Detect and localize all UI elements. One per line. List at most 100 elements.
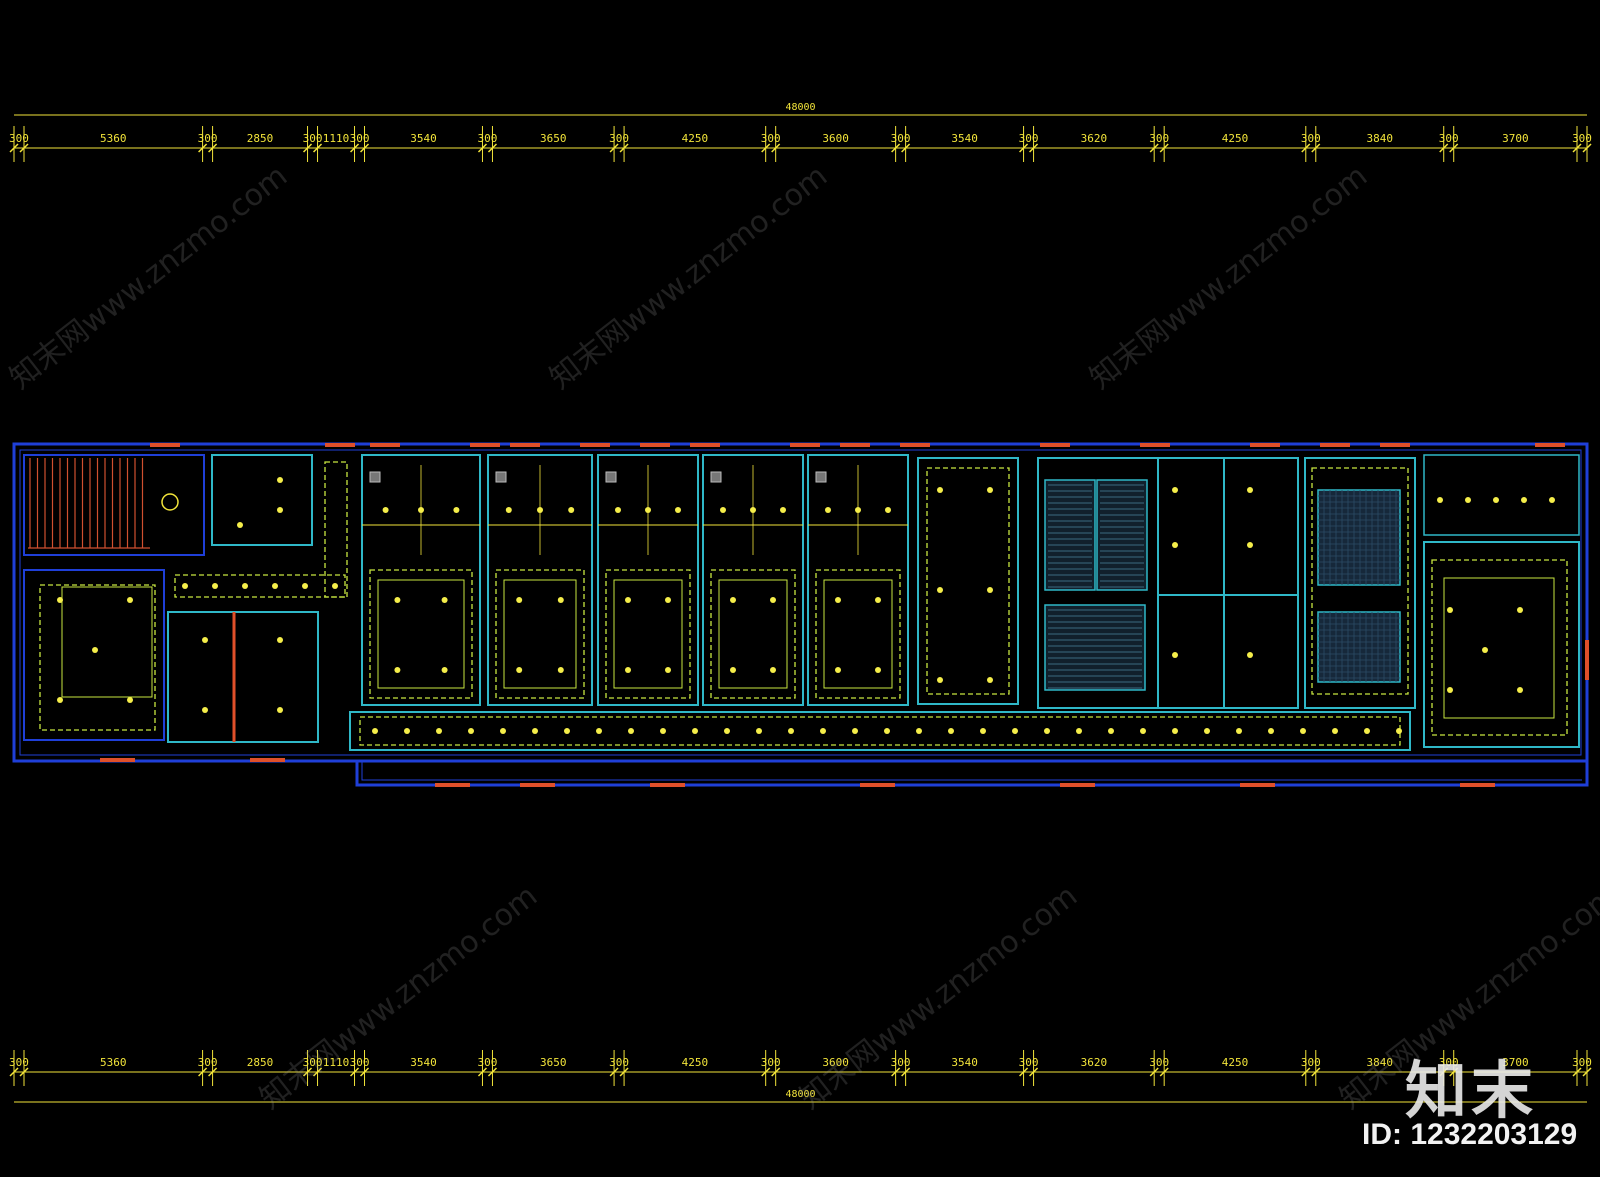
light-fixture [987, 587, 993, 593]
brand-logo: 知末 [1405, 1054, 1538, 1127]
bottom-dim-tick-mark [761, 1067, 771, 1077]
window-sill [520, 783, 555, 787]
light-fixture [1521, 497, 1527, 503]
window-sill [150, 443, 180, 447]
room-right-ceiling-inner [1443, 577, 1555, 719]
bottom-dim-segment-label: 300 [891, 1056, 911, 1069]
top-dim-tick-mark [1439, 143, 1449, 153]
bottom-dim-segment-label: 300 [198, 1056, 218, 1069]
top-dim-segment-label: 300 [1019, 132, 1039, 145]
window-sill [690, 443, 720, 447]
light-fixture [937, 587, 943, 593]
light-fixture [1364, 728, 1370, 734]
light-fixture [1204, 728, 1210, 734]
light-fixture [557, 597, 564, 603]
panel-room-ceiling [1311, 467, 1409, 695]
light-fixture [625, 597, 631, 603]
light-fixture [202, 707, 208, 713]
light-fixture [756, 728, 762, 734]
bottom-dim-tick-mark [208, 1067, 218, 1077]
window-sill [900, 443, 930, 447]
light-fixture [332, 583, 338, 589]
top-dim-segment-label: 300 [1149, 132, 1169, 145]
top-dim-segment-label: 300 [1301, 132, 1321, 145]
light-fixture [825, 507, 831, 513]
corridor-vertical [324, 461, 348, 598]
window-sill [580, 443, 610, 447]
bottom-dim-tick-mark [771, 1067, 781, 1077]
window-sill [1060, 783, 1095, 787]
light-fixture [625, 667, 631, 673]
vent-icon [815, 471, 827, 483]
light-fixture [468, 728, 474, 734]
light-fixture [1172, 542, 1178, 548]
light-fixture [1549, 497, 1555, 503]
bottom-dim-segment-label: 300 [303, 1056, 323, 1069]
meeting-room [917, 457, 1019, 705]
bottom-dim-tick-mark [1449, 1067, 1459, 1077]
window-sill [1250, 443, 1280, 447]
light-fixture [937, 677, 943, 683]
room-left-ceiling-inner [61, 586, 153, 698]
window-sill [1240, 783, 1275, 787]
bottom-dim-segment-label: 300 [9, 1056, 29, 1069]
light-fixture [1044, 728, 1050, 734]
light-fixture [500, 728, 506, 734]
light-fixture [692, 728, 698, 734]
bottom-dim-tick-mark [1149, 1067, 1159, 1077]
light-fixture [277, 507, 283, 513]
light-fixture [372, 728, 378, 734]
light-fixture [788, 728, 794, 734]
office-room [807, 454, 909, 706]
bottom-dim-segment-label: 5360 [100, 1056, 127, 1069]
top-dim-segment-label: 2850 [247, 132, 274, 145]
top-dim-tick-mark [1449, 143, 1459, 153]
top-dim-tick-mark [891, 143, 901, 153]
window-sill [840, 443, 870, 447]
top-dim-segment-label: 300 [198, 132, 218, 145]
top-dim-segment-label: 300 [761, 132, 781, 145]
panel-room [1304, 457, 1416, 709]
corridor-left [174, 574, 346, 598]
light-fixture [770, 597, 776, 603]
bottom-dim-segment-label: 300 [609, 1056, 629, 1069]
top-dim-tick-mark [487, 143, 497, 153]
bottom-dim-segment-label: 4250 [1222, 1056, 1249, 1069]
bottom-dim-segment-label: 300 [1439, 1056, 1459, 1069]
light-fixture [980, 728, 986, 734]
bottom-dim-tick-mark [1029, 1067, 1039, 1077]
top-dim-tick-mark [313, 143, 323, 153]
window-openings [100, 443, 1589, 787]
office-ceiling-inner [503, 579, 577, 689]
window-sill [510, 443, 540, 447]
light-fixture [855, 507, 861, 513]
light-fixture [1236, 728, 1242, 734]
light-fixture [987, 677, 993, 683]
office-room [597, 454, 699, 706]
top-dim-tick-mark [349, 143, 360, 153]
light-fixture [750, 507, 756, 513]
bottom-dim-tick-mark [901, 1067, 911, 1077]
window-sill [325, 443, 355, 447]
bottom-wall-step [355, 760, 1589, 787]
bottom-dim-segment-label: 3700 [1502, 1056, 1529, 1069]
light-fixture [436, 728, 442, 734]
light-fixture [1247, 652, 1253, 658]
light-fixtures [57, 477, 1555, 734]
floor-plan [12, 442, 1589, 787]
light-fixture [516, 597, 523, 603]
top-dim-segment-label: 1110 [323, 132, 350, 145]
vent-icon [495, 471, 507, 483]
window-sill [790, 443, 820, 447]
window-sill [1140, 443, 1170, 447]
light-fixture [1247, 487, 1253, 493]
room-right-top [1423, 454, 1580, 536]
room-right-ceiling [1431, 559, 1568, 736]
light-fixture [277, 637, 283, 643]
light-fixture [127, 597, 133, 603]
light-fixture [557, 667, 564, 673]
top-dim-tick-mark [609, 143, 619, 153]
bottom-dim-tick-mark [349, 1067, 360, 1077]
light-fixture [645, 507, 651, 513]
